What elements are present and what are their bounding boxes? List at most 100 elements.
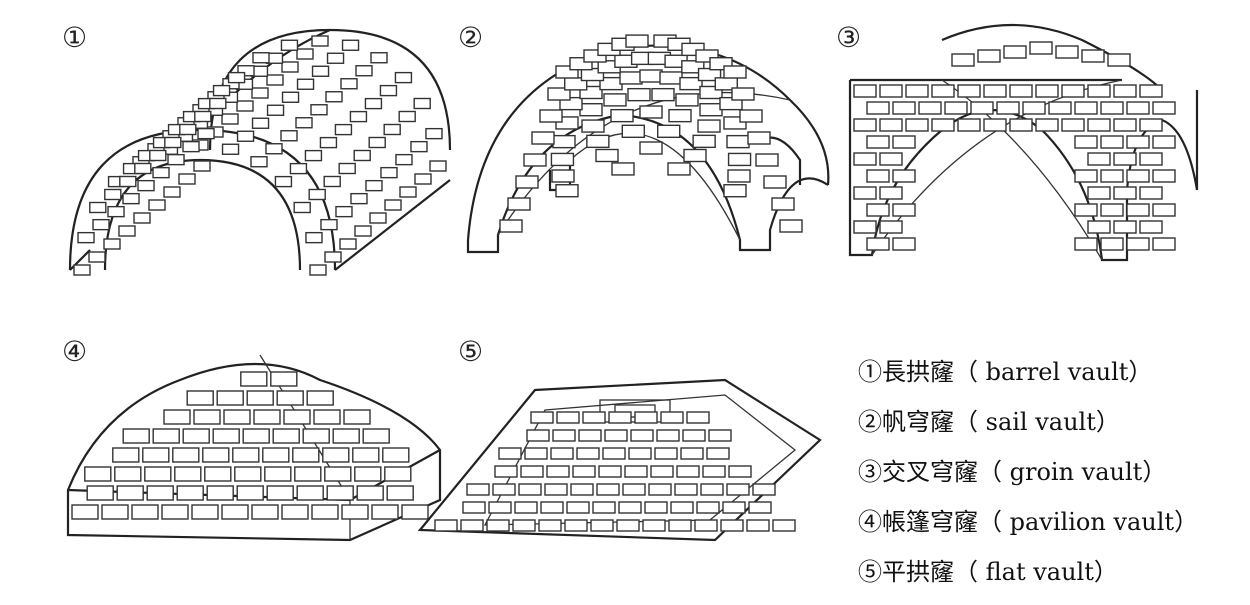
brick xyxy=(324,466,352,482)
brick xyxy=(639,141,663,155)
brick xyxy=(674,483,698,496)
brick xyxy=(552,429,576,442)
brick xyxy=(763,175,787,189)
brick xyxy=(1100,203,1124,217)
brick xyxy=(296,48,314,60)
brick xyxy=(853,84,877,98)
brick xyxy=(308,188,326,201)
brick xyxy=(1100,237,1124,251)
brick xyxy=(610,108,634,123)
brick xyxy=(323,175,341,188)
brick xyxy=(349,110,368,123)
brick xyxy=(1087,220,1111,234)
brick xyxy=(134,162,152,175)
brick xyxy=(682,429,706,442)
brick xyxy=(101,504,129,520)
brick xyxy=(295,117,313,129)
brick xyxy=(191,504,219,520)
legend-item-sail-vault: ②帆穹窿（ sail vault） xyxy=(858,405,1198,455)
brick xyxy=(581,119,605,133)
legend-item-barrel-vault: ①長拱窿（ barrel vault） xyxy=(858,355,1198,405)
brick xyxy=(853,118,877,132)
brick xyxy=(152,166,170,179)
brick xyxy=(137,179,155,192)
brick xyxy=(163,409,191,425)
brick xyxy=(236,100,254,112)
brick xyxy=(552,134,576,149)
brick xyxy=(494,465,518,478)
brick xyxy=(251,117,270,129)
brick xyxy=(341,39,360,51)
brick xyxy=(639,69,663,83)
legend-label: ③交叉穹窿（ groin vault） xyxy=(858,458,1167,486)
brick xyxy=(281,504,309,520)
brick xyxy=(1035,118,1059,132)
brick xyxy=(322,447,350,463)
brick xyxy=(586,134,610,149)
brick xyxy=(660,411,684,424)
brick xyxy=(1074,237,1098,251)
brick xyxy=(1074,169,1098,183)
brick xyxy=(746,519,770,532)
brick xyxy=(957,118,981,132)
brick xyxy=(212,84,231,97)
brick xyxy=(382,447,410,463)
brick xyxy=(492,483,516,496)
brick xyxy=(1087,118,1111,132)
brick xyxy=(727,152,752,167)
brick xyxy=(657,124,681,139)
brick xyxy=(311,35,329,47)
brick xyxy=(866,203,890,217)
brick xyxy=(700,483,724,496)
brick xyxy=(550,447,574,460)
brick xyxy=(146,485,174,501)
brick xyxy=(498,447,522,460)
brick xyxy=(264,466,292,482)
brick xyxy=(659,71,683,85)
brick xyxy=(1081,49,1105,63)
brick xyxy=(242,428,270,444)
brick xyxy=(174,466,202,482)
brick xyxy=(1139,186,1163,200)
brick xyxy=(547,87,571,101)
brick xyxy=(197,127,215,140)
brick xyxy=(1074,101,1098,115)
brick xyxy=(309,264,327,276)
brick xyxy=(311,65,330,77)
brick xyxy=(1100,101,1124,115)
brick xyxy=(325,91,343,103)
brick xyxy=(399,186,417,198)
legend-item-pavilion-vault: ④帳篷穹窿（ pavilion vault） xyxy=(858,505,1198,555)
brick xyxy=(383,123,401,136)
brick xyxy=(507,197,531,211)
brick xyxy=(1113,84,1137,98)
brick xyxy=(294,466,322,482)
brick xyxy=(1029,41,1053,55)
brick xyxy=(747,131,771,145)
brick xyxy=(352,447,380,463)
brick xyxy=(1152,203,1176,217)
flat-vault-illustration xyxy=(415,370,825,550)
brick xyxy=(488,501,512,514)
brick xyxy=(326,52,345,64)
brick xyxy=(161,504,189,520)
brick xyxy=(1087,152,1111,166)
brick xyxy=(236,485,264,501)
brick xyxy=(905,84,929,98)
brick xyxy=(237,65,255,77)
brick xyxy=(365,179,383,192)
brick xyxy=(384,199,402,211)
brick xyxy=(544,483,568,496)
brick xyxy=(1100,135,1124,149)
brick xyxy=(670,501,694,514)
brick xyxy=(251,87,269,99)
brick xyxy=(1035,84,1059,98)
figure-2-marker: ② xyxy=(458,21,484,54)
brick xyxy=(905,118,929,132)
brick xyxy=(683,148,707,163)
brick xyxy=(616,519,640,532)
brick xyxy=(739,109,763,123)
brick xyxy=(592,501,616,514)
brick xyxy=(1126,237,1150,251)
brick xyxy=(272,428,300,444)
